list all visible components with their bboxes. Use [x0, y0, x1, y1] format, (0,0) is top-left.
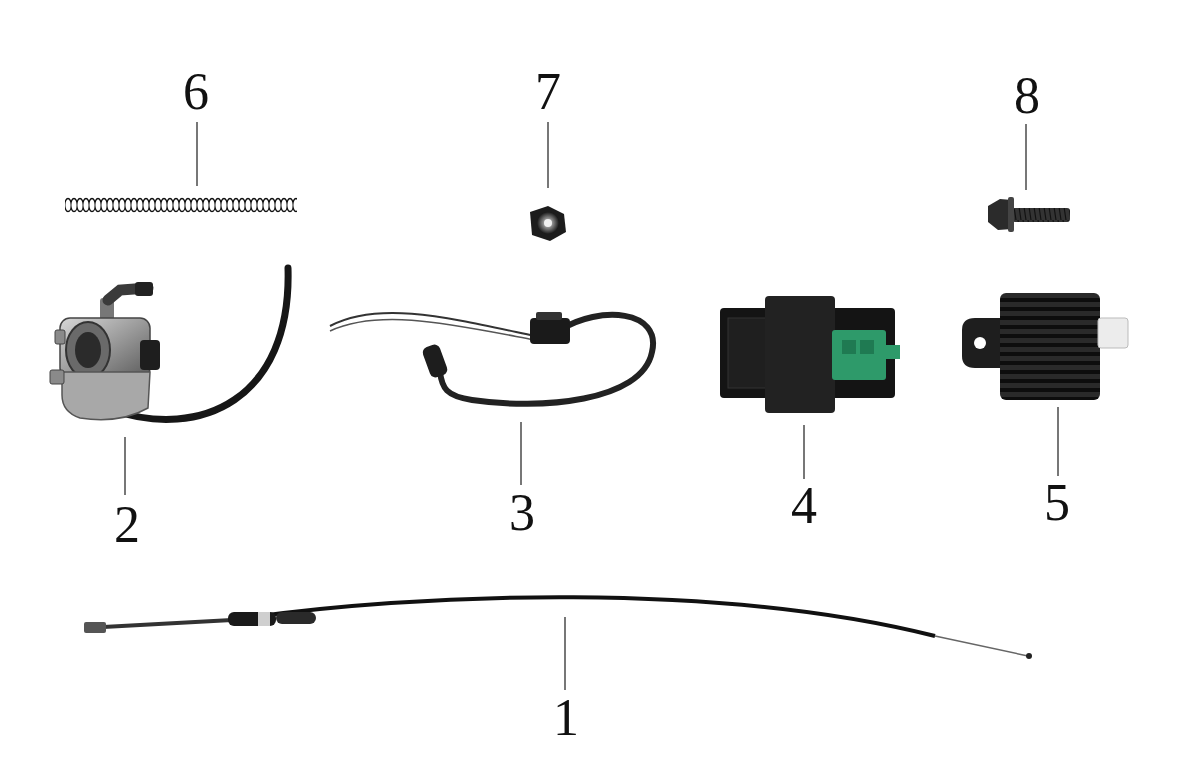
spring	[65, 197, 297, 213]
callout-number: 4	[791, 480, 817, 532]
bolt	[988, 197, 1070, 232]
callout-number: 3	[509, 487, 535, 539]
ignition-coil	[330, 312, 653, 404]
throttle-cable	[84, 597, 1032, 659]
callout-number: 5	[1044, 477, 1070, 529]
callout-number: 1	[553, 692, 579, 744]
callout-number: 7	[535, 66, 561, 118]
carburetor	[50, 268, 288, 420]
callout-number: 2	[114, 499, 140, 551]
regulator	[962, 293, 1128, 400]
callout-number: 8	[1014, 70, 1040, 122]
callout-number: 6	[183, 66, 209, 118]
cdi-unit	[720, 296, 900, 413]
nut	[530, 206, 566, 241]
